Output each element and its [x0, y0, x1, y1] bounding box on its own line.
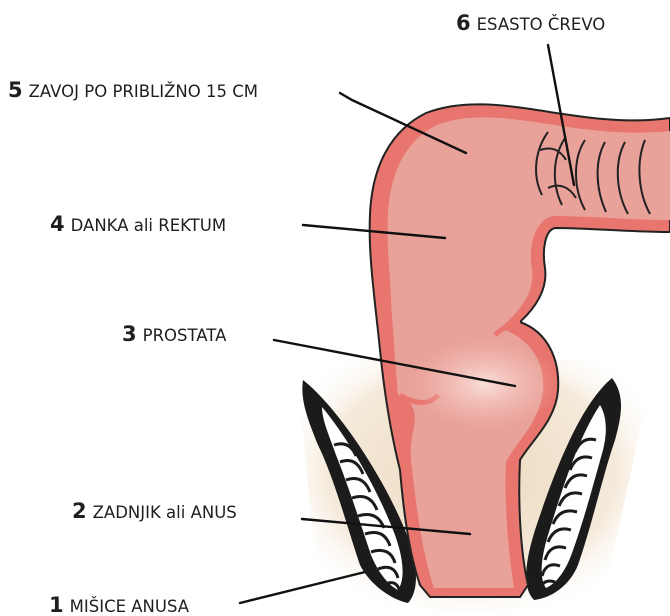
prostate-shape [413, 339, 557, 429]
label-6-number: 6 [456, 11, 471, 35]
label-4: 4 DANKA ali REKTUM [50, 212, 226, 236]
label-5-number: 5 [8, 78, 23, 102]
label-2-number: 2 [72, 499, 87, 523]
label-1-number: 1 [49, 593, 64, 616]
label-2-text: ZADNJIK ali ANUS [93, 503, 237, 522]
label-5-text: ZAVOJ PO PRIBLIŽNO 15 CM [29, 82, 258, 101]
label-2: 2 ZADNJIK ali ANUS [72, 499, 237, 523]
label-3-number: 3 [122, 322, 137, 346]
label-1: 1 MIŠICE ANUSA [49, 593, 190, 616]
label-6-text: ESASTO ČREVO [477, 15, 606, 34]
label-1-text: MIŠICE ANUSA [70, 597, 190, 616]
label-3: 3 PROSTATA [122, 322, 227, 346]
label-6: 6 ESASTO ČREVO [456, 11, 605, 35]
label-4-number: 4 [50, 212, 65, 236]
label-4-text: DANKA ali REKTUM [71, 216, 226, 235]
label-3-text: PROSTATA [143, 326, 227, 345]
label-5: 5 ZAVOJ PO PRIBLIŽNO 15 CM [8, 78, 258, 102]
